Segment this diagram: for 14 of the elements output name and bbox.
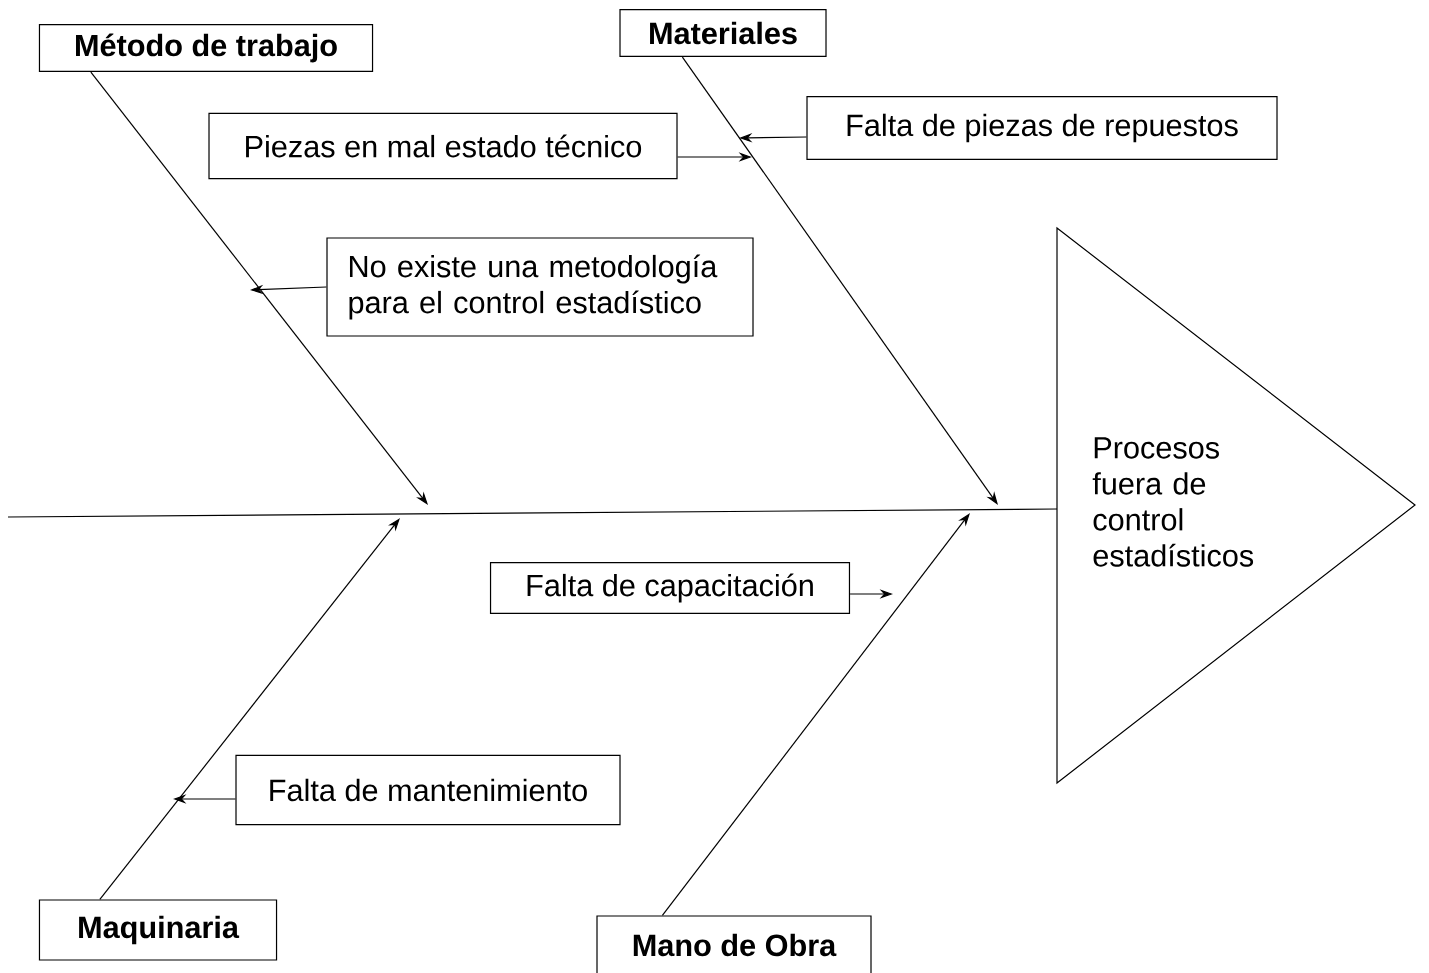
category-box: Maquinaria (38, 899, 278, 961)
arrow (99, 518, 400, 900)
arrow (90, 71, 428, 505)
cause-box: No existe una metodología para el control estadístico (326, 237, 754, 337)
arrow (681, 56, 998, 505)
category-box: Materiales (619, 8, 827, 58)
spine-line (7, 508, 1058, 518)
category-box: Mano de Obra (596, 915, 872, 973)
category-box: Método de trabajo (38, 23, 374, 73)
cause-box: Falta de mantenimiento (235, 754, 621, 826)
cause-box: Falta de capacitación (489, 561, 851, 615)
cause-box: Falta de piezas de repuestos (806, 95, 1278, 161)
arrow (661, 513, 970, 916)
cause-box: Piezas en mal estado técnico (208, 112, 678, 180)
